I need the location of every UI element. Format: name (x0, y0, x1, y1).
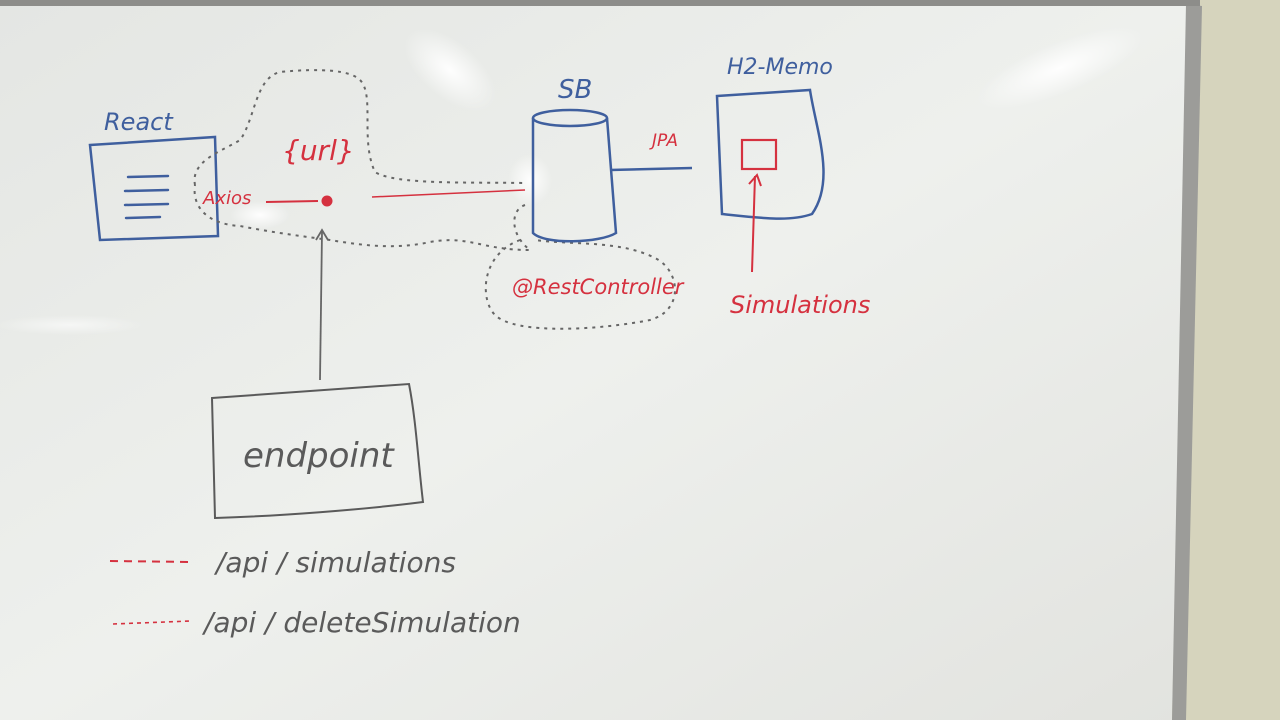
simulations-label: Simulations (730, 291, 870, 319)
simulations-pointer-arrow (748, 173, 762, 187)
rest-controller-cloud (484, 239, 676, 330)
endpoint-arrowhead (315, 228, 329, 241)
h2-memory-box (715, 88, 825, 220)
sb-database-icon (531, 108, 618, 243)
endpoint-connector (319, 231, 323, 381)
legend-text-delete: /api / deleteSimulation (201, 606, 521, 639)
request-line (371, 189, 526, 198)
react-label: React (104, 108, 174, 136)
simulations-table-icon (740, 138, 778, 171)
react-client-box (88, 135, 220, 242)
glare (508, 154, 552, 206)
url-label: {url} (282, 134, 355, 167)
endpoint-box (210, 382, 425, 520)
network-cloud (193, 69, 533, 252)
glare (404, 28, 496, 112)
glare (230, 201, 290, 229)
axios-connector (265, 200, 319, 203)
request-node (321, 195, 333, 207)
h2-label: H2-Memo (727, 55, 833, 80)
axios-label: Axios (202, 188, 251, 209)
rest-controller-label: @RestController (512, 275, 685, 299)
sb-label: SB (558, 75, 592, 105)
jpa-label: JPA (649, 131, 678, 151)
simulations-pointer (751, 175, 756, 273)
glare (975, 26, 1145, 110)
jpa-link (609, 166, 693, 172)
legend-swatch-delete (112, 620, 192, 625)
board-surface (0, 0, 1188, 720)
glare (0, 315, 145, 335)
board-frame-top (0, 0, 1200, 6)
legend-text-simulations: /api / simulations (213, 546, 456, 579)
board-frame (1172, 4, 1202, 720)
endpoint-label: endpoint (243, 436, 395, 476)
